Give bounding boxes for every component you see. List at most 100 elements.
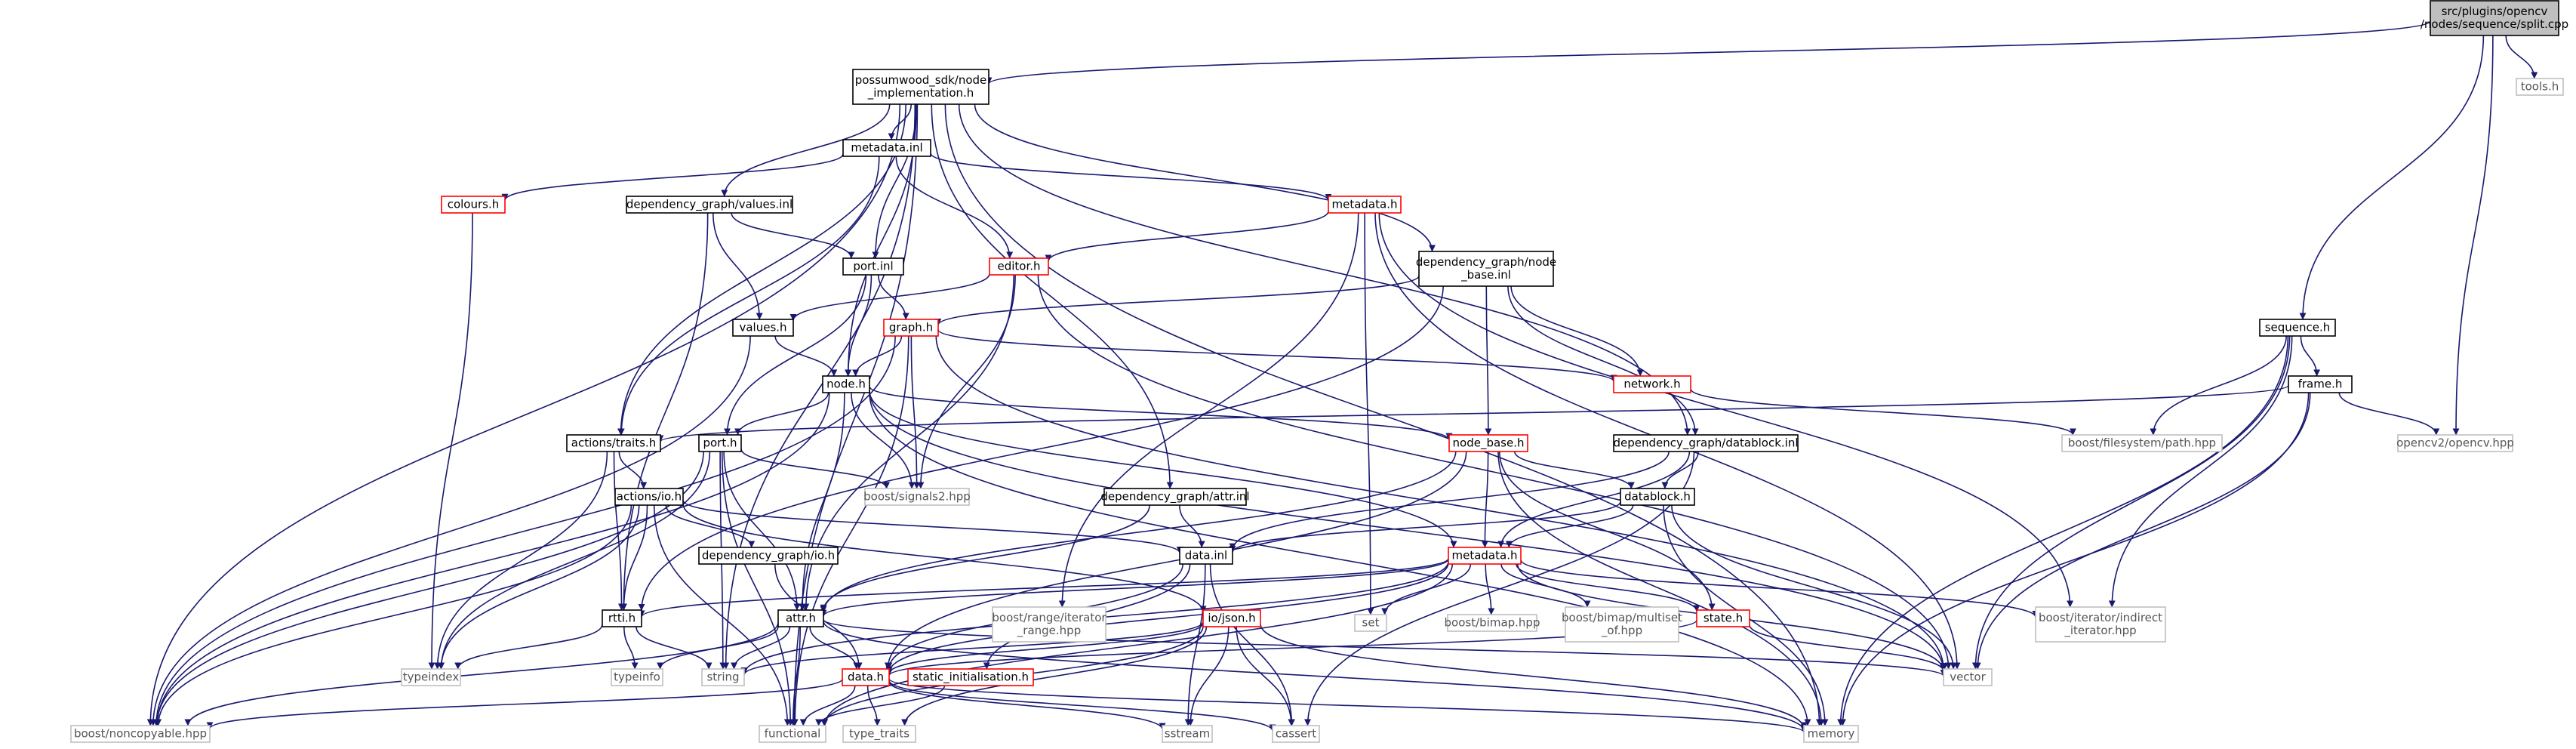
node-label: opencv2/opencv.hpp bbox=[2396, 436, 2514, 450]
node-data-h[interactable]: data.h bbox=[842, 668, 890, 686]
node-typeinfo: typeinfo bbox=[611, 668, 663, 686]
node-box bbox=[852, 69, 989, 105]
node-box bbox=[1447, 614, 1537, 632]
node-port-inl[interactable]: port.inl bbox=[842, 257, 904, 276]
edge-node-to-metadata_h2 bbox=[869, 390, 1457, 548]
node-box bbox=[2397, 434, 2513, 452]
edge-actions_io-to-rtti bbox=[620, 504, 648, 611]
node-label: _of.hpp bbox=[1601, 624, 1642, 638]
node-label: _range.hpp bbox=[1017, 624, 1081, 638]
edge-metadata_h2-to-functional bbox=[821, 563, 1454, 726]
node-box bbox=[1328, 196, 1402, 214]
node-string: string bbox=[701, 668, 745, 686]
edge-node-to-node_base bbox=[869, 386, 1453, 440]
edge-actions_io-to-io_json bbox=[682, 504, 1207, 613]
node-box bbox=[611, 668, 663, 686]
edge-metadata_h1-to-editor bbox=[1045, 211, 1329, 262]
node-dg-io[interactable]: dependency_graph/io.h bbox=[698, 547, 839, 565]
node-root[interactable]: src/plugins/opencv/nodes/sequence/split.… bbox=[2421, 0, 2568, 36]
node-box bbox=[1103, 488, 1247, 506]
node-static-init[interactable]: static_initialisation.h bbox=[907, 668, 1034, 686]
node-box bbox=[1418, 251, 1554, 287]
edge-dg_values_inl-to-rtti bbox=[620, 212, 709, 611]
edge-network-to-bfs_path bbox=[1690, 388, 2076, 436]
edge-metadata_inl-to-colours bbox=[501, 153, 844, 201]
node-dg-datablock-inl[interactable]: dependency_graph/datablock.inl bbox=[1613, 434, 1799, 452]
node-label: graph.h bbox=[889, 321, 933, 334]
node-dg-values-inl[interactable]: dependency_graph/values.inl bbox=[626, 196, 793, 214]
edge-attr-to-vector bbox=[823, 618, 1947, 677]
node-metadata-h2[interactable]: metadata.h bbox=[1448, 547, 1522, 565]
node-box bbox=[2516, 78, 2564, 96]
edge-datablock-to-data_inl bbox=[1229, 501, 1621, 553]
edge-actions_io-to-dg_io bbox=[665, 504, 756, 548]
edge-metadata_inl-to-metadata_h1 bbox=[930, 153, 1332, 201]
node-metadata-inl[interactable]: metadata.inl bbox=[842, 139, 931, 157]
node-dg-attr-inl[interactable]: dependency_graph/attr.inl bbox=[1100, 488, 1250, 506]
node-box bbox=[2288, 375, 2353, 393]
node-node-base[interactable]: node_base.h bbox=[1448, 434, 1528, 452]
edge-metadata_inl-to-editor bbox=[895, 156, 1014, 259]
node-rtti[interactable]: rtti.h bbox=[602, 609, 642, 627]
node-box bbox=[842, 139, 931, 157]
node-label: colours.h bbox=[448, 198, 500, 211]
node-editor[interactable]: editor.h bbox=[989, 257, 1049, 276]
edge-graph-to-vector bbox=[935, 335, 1947, 670]
node-colours[interactable]: colours.h bbox=[441, 196, 506, 214]
node-box bbox=[1162, 725, 1213, 743]
node-box bbox=[614, 488, 684, 506]
edge-attr-to-memory bbox=[823, 621, 1808, 732]
node-node[interactable]: node.h bbox=[822, 375, 870, 393]
edge-editor-to-values bbox=[789, 273, 990, 321]
node-graph[interactable]: graph.h bbox=[883, 319, 939, 337]
edge-actions_io-to-data_inl bbox=[682, 500, 1183, 553]
edge-actions_io-to-typeindex bbox=[437, 504, 640, 670]
node-label: type_traits bbox=[849, 727, 909, 741]
node-attr[interactable]: attr.h bbox=[777, 609, 824, 627]
edge-datablock-to-vector bbox=[1671, 504, 1957, 670]
node-box bbox=[842, 725, 916, 743]
node-sequence[interactable]: sequence.h bbox=[2259, 319, 2336, 337]
node-box bbox=[626, 196, 793, 214]
node-io-json[interactable]: io/json.h bbox=[1202, 609, 1261, 627]
edge-frame-to-opencv2 bbox=[2338, 392, 2440, 436]
edge-ps_node_impl-to-boost_noncopyable bbox=[146, 103, 901, 726]
node-box bbox=[441, 196, 506, 214]
node-port-h[interactable]: port.h bbox=[698, 434, 742, 452]
node-label: cassert bbox=[1276, 727, 1316, 741]
node-label: data.h bbox=[848, 670, 884, 684]
node-label: attr.h bbox=[786, 612, 816, 625]
node-box bbox=[2259, 319, 2336, 337]
node-metadata-h1[interactable]: metadata.h bbox=[1328, 196, 1402, 214]
node-data-inl[interactable]: data.inl bbox=[1179, 547, 1233, 565]
node-datablock[interactable]: datablock.h bbox=[1620, 488, 1695, 506]
edge-attr-to-boost_noncopyable bbox=[184, 622, 779, 726]
node-box bbox=[777, 609, 824, 627]
node-label: sstream bbox=[1165, 727, 1210, 741]
node-label: dependency_graph/values.inl bbox=[626, 198, 792, 212]
node-boost-iter-indirect: boost/iterator/indirect_iterator.hpp bbox=[2035, 606, 2166, 643]
node-actions-traits[interactable]: actions/traits.h bbox=[566, 434, 661, 452]
edge-data_h-to-sstream bbox=[888, 681, 1166, 730]
node-boost-signals2: boost/signals2.hpp bbox=[863, 488, 971, 506]
edge-data_h-to-boost_noncopyable bbox=[206, 678, 843, 729]
node-actions-io[interactable]: actions/io.h bbox=[614, 488, 684, 506]
node-type-traits: type_traits bbox=[842, 725, 916, 743]
node-label: port.h bbox=[703, 436, 737, 450]
edge-graph-to-boost_signals2 bbox=[910, 335, 921, 489]
edge-state-to-vector bbox=[1749, 624, 1947, 672]
node-box bbox=[1613, 434, 1799, 452]
node-frame[interactable]: frame.h bbox=[2288, 375, 2353, 393]
node-network[interactable]: network.h bbox=[1613, 375, 1691, 393]
node-box bbox=[70, 725, 211, 743]
edge-dg_node_base_inl-to-network bbox=[1510, 285, 1644, 377]
node-label: rtti.h bbox=[608, 612, 636, 625]
edge-node_base-to-metadata_h2 bbox=[1481, 451, 1489, 548]
edge-dg_datablock_inl-to-data_inl bbox=[1229, 451, 1670, 550]
node-box bbox=[1448, 434, 1528, 452]
node-values[interactable]: values.h bbox=[732, 319, 794, 337]
node-ps-node-impl[interactable]: possumwood_sdk/node_implementation.h bbox=[852, 69, 989, 105]
edge-metadata_h2-to-boost_iter_indirect bbox=[1520, 559, 2039, 618]
node-state[interactable]: state.h bbox=[1696, 609, 1750, 627]
node-dg-node-base-inl[interactable]: dependency_graph/node_base.inl bbox=[1416, 251, 1556, 287]
